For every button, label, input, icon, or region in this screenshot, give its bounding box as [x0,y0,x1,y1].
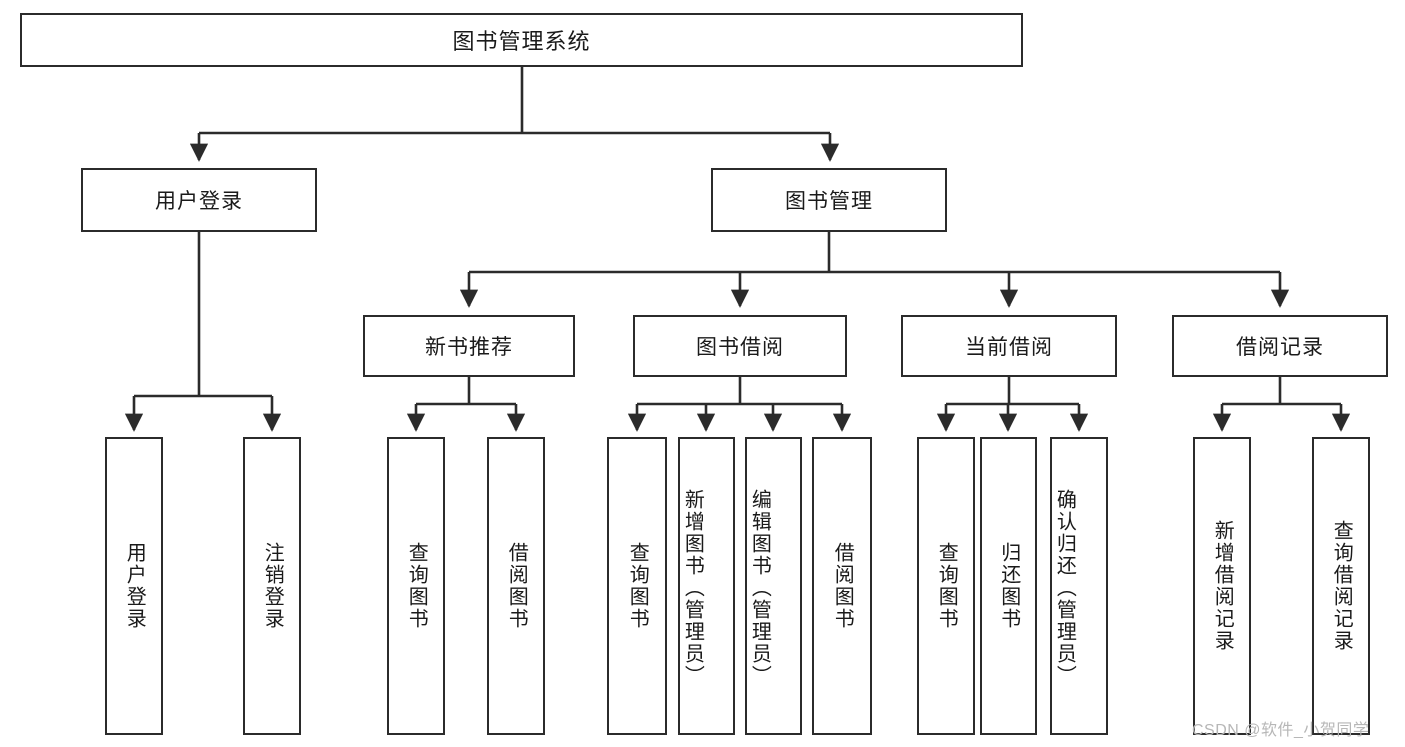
leaf-confirm-return-label: 确认归还（管理员） [1053,489,1076,687]
leaf-borrow-book[interactable]: 借阅图书 [812,437,872,735]
node-user-login[interactable]: 用户登录 [81,168,317,232]
leaf-edit-book-label: 编辑图书（管理员） [748,489,771,687]
leaf-query-book-borrow[interactable]: 查询图书 [607,437,667,735]
node-root-system[interactable]: 图书管理系统 [20,13,1023,67]
leaf-return-book[interactable]: 归还图书 [980,437,1037,735]
node-new-book-recommend[interactable]: 新书推荐 [363,315,575,377]
leaf-borrow-book-label: 借阅图书 [831,542,854,630]
node-current-borrow[interactable]: 当前借阅 [901,315,1117,377]
leaf-borrow-book-rec-label: 借阅图书 [505,542,528,630]
leaf-query-record[interactable]: 查询借阅记录 [1312,437,1370,735]
leaf-borrow-book-rec[interactable]: 借阅图书 [487,437,545,735]
leaf-edit-book[interactable]: 编辑图书（管理员） [745,437,802,735]
leaf-query-book-current-label: 查询图书 [935,542,958,630]
leaf-query-book-current[interactable]: 查询图书 [917,437,975,735]
node-book-borrow[interactable]: 图书借阅 [633,315,847,377]
node-borrow-record[interactable]: 借阅记录 [1172,315,1388,377]
node-current-borrow-label: 当前借阅 [965,336,1053,359]
node-user-login-label: 用户登录 [155,190,243,213]
leaf-query-book-borrow-label: 查询图书 [626,542,649,630]
leaf-confirm-return[interactable]: 确认归还（管理员） [1050,437,1108,735]
node-book-borrow-label: 图书借阅 [696,336,784,359]
leaf-logout[interactable]: 注销登录 [243,437,301,735]
watermark-text: CSDN @软件_小贺同学 [1192,722,1370,739]
leaf-user-login-label: 用户登录 [123,542,146,630]
leaf-query-record-label: 查询借阅记录 [1330,520,1353,652]
node-root-label: 图书管理系统 [452,29,591,54]
leaf-add-book-label: 新增图书（管理员） [681,489,704,687]
leaf-logout-label: 注销登录 [261,542,284,630]
leaf-return-book-label: 归还图书 [997,542,1020,630]
node-book-management[interactable]: 图书管理 [711,168,947,232]
leaf-query-book-rec[interactable]: 查询图书 [387,437,445,735]
node-book-management-label: 图书管理 [785,190,873,213]
leaf-add-record-label: 新增借阅记录 [1211,520,1234,652]
node-new-book-recommend-label: 新书推荐 [425,336,513,359]
leaf-add-book[interactable]: 新增图书（管理员） [678,437,735,735]
leaf-add-record[interactable]: 新增借阅记录 [1193,437,1251,735]
leaf-query-book-rec-label: 查询图书 [405,542,428,630]
leaf-user-login[interactable]: 用户登录 [105,437,163,735]
node-borrow-record-label: 借阅记录 [1236,336,1324,359]
